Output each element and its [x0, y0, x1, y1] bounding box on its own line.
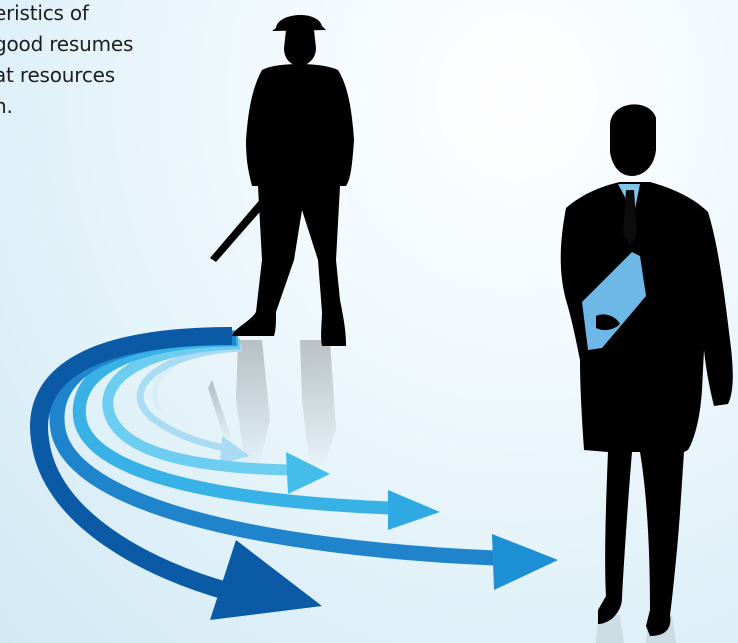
businessman-silhouette [560, 104, 733, 636]
arrow-4 [102, 338, 330, 494]
intro-line-1: eristics of [0, 1, 89, 25]
arrow-4-body [102, 338, 291, 476]
tie [623, 190, 637, 246]
intro-line-2: good resumes [0, 32, 134, 56]
intro-line-4: n. [0, 94, 13, 118]
intro-text: eristics of good resumes at resources n. [0, 0, 194, 122]
arrow-1-body [30, 327, 233, 601]
intro-line-3: at resources [0, 63, 115, 87]
arrow-3-body [72, 333, 391, 515]
arrow-1-head [210, 540, 322, 620]
arrow-5-head [220, 436, 250, 464]
arrow-2-head [492, 534, 558, 590]
arrow-5 [136, 344, 250, 464]
arrow-3-head [388, 490, 440, 530]
arrow-swooshes [30, 327, 558, 620]
soldier-silhouette [210, 14, 354, 346]
arrow-5-body [136, 344, 243, 452]
soldier-reflection [208, 340, 336, 470]
arrow-1 [30, 327, 322, 620]
arrow-4-head [286, 452, 330, 494]
